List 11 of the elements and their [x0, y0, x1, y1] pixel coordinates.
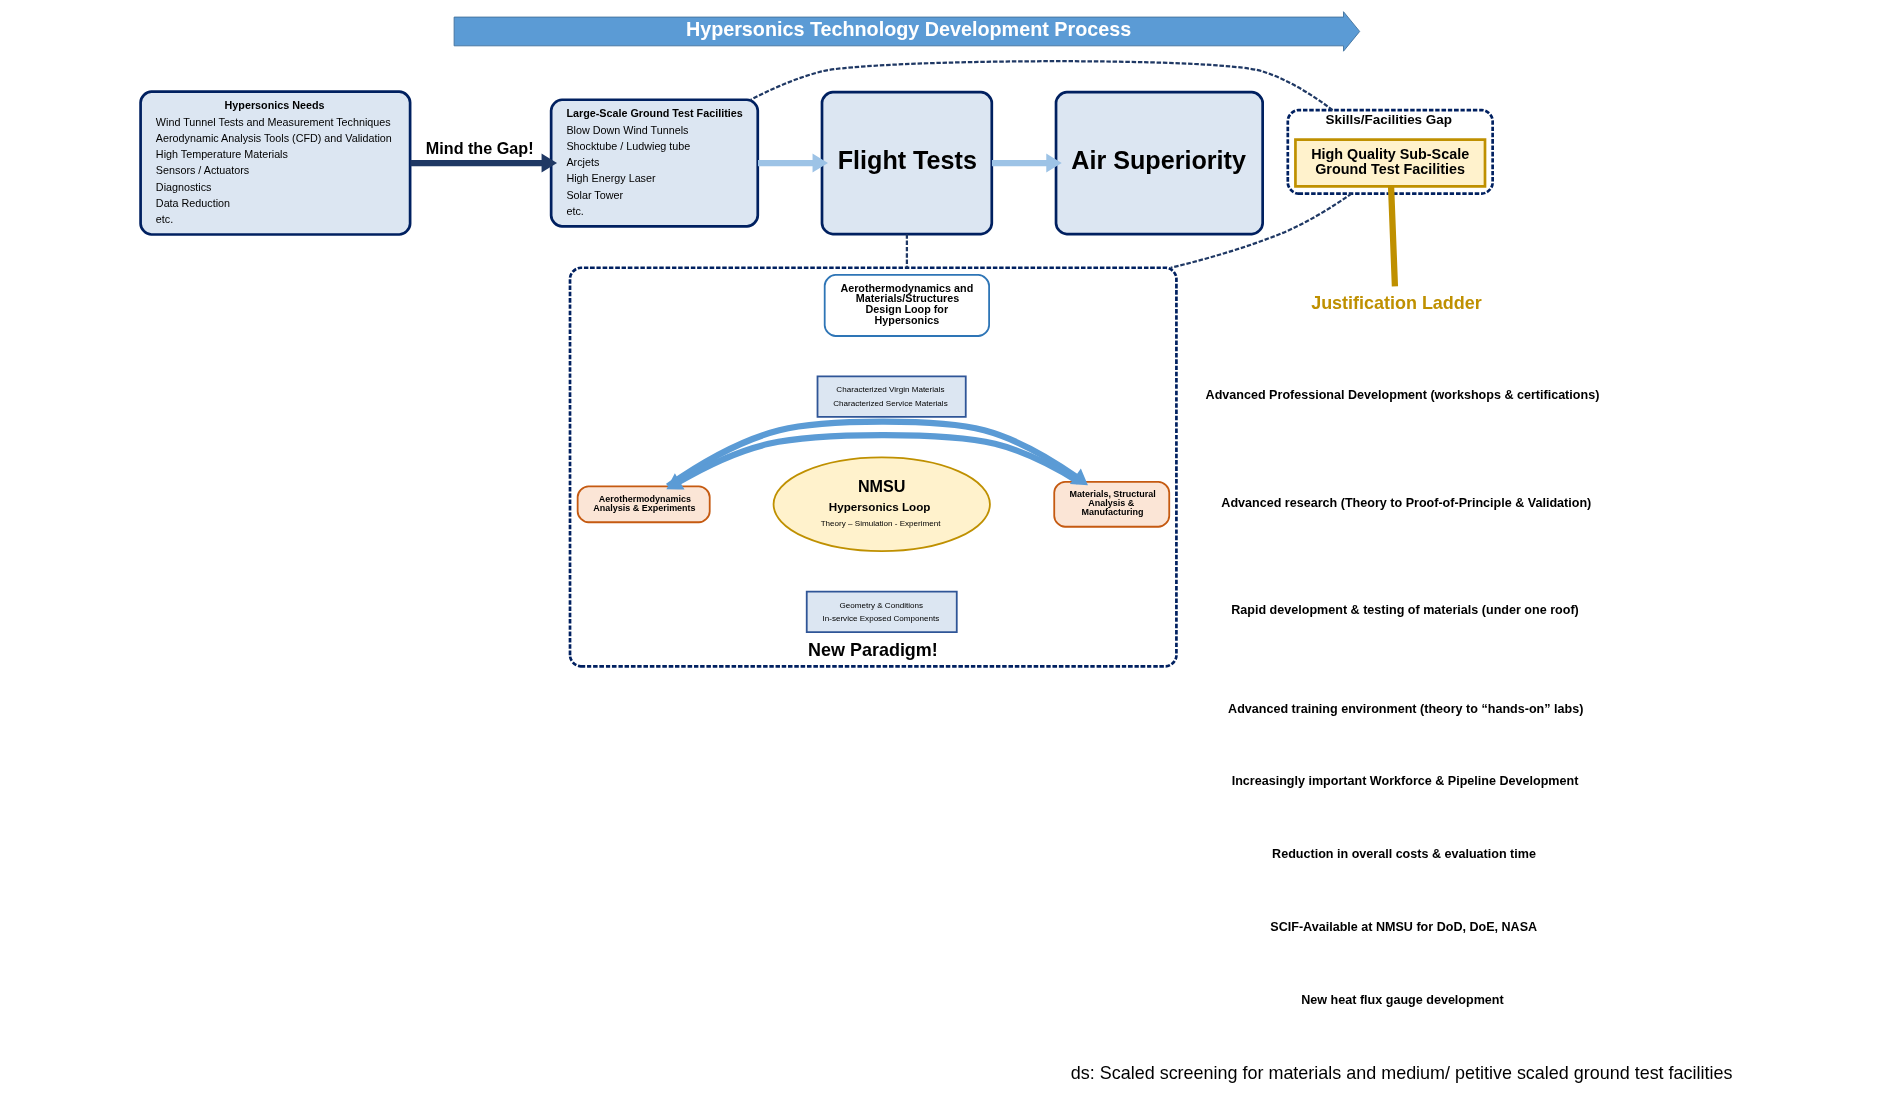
- label: Advanced Professional Development (workshops & certifications): [1205, 388, 1600, 403]
- label: Reduction in overall costs & evaluation time: [1272, 847, 1536, 862]
- edge-label: Mind the Gap!: [425, 139, 534, 158]
- label: Rapid development & testing of materials (under one roof): [1231, 603, 1579, 618]
- label: New heat flux gauge development: [1301, 992, 1504, 1007]
- label: Advanced training environment (theory to “hands-on” labs): [1228, 701, 1584, 716]
- label: SCIF-Available at NMSU for DoD, DoE, NASA: [1270, 920, 1538, 935]
- label: ds: Scaled screening for materials and medium/ petitive scaled ground test facilities: [1070, 1062, 1733, 1083]
- label: Advanced research (Theory to Proof-of-Principle & Validation): [1221, 495, 1592, 510]
- node-text: Justification Ladder: [1311, 293, 1482, 314]
- label: Increasingly important Workforce & Pipeline Development: [1231, 774, 1579, 789]
